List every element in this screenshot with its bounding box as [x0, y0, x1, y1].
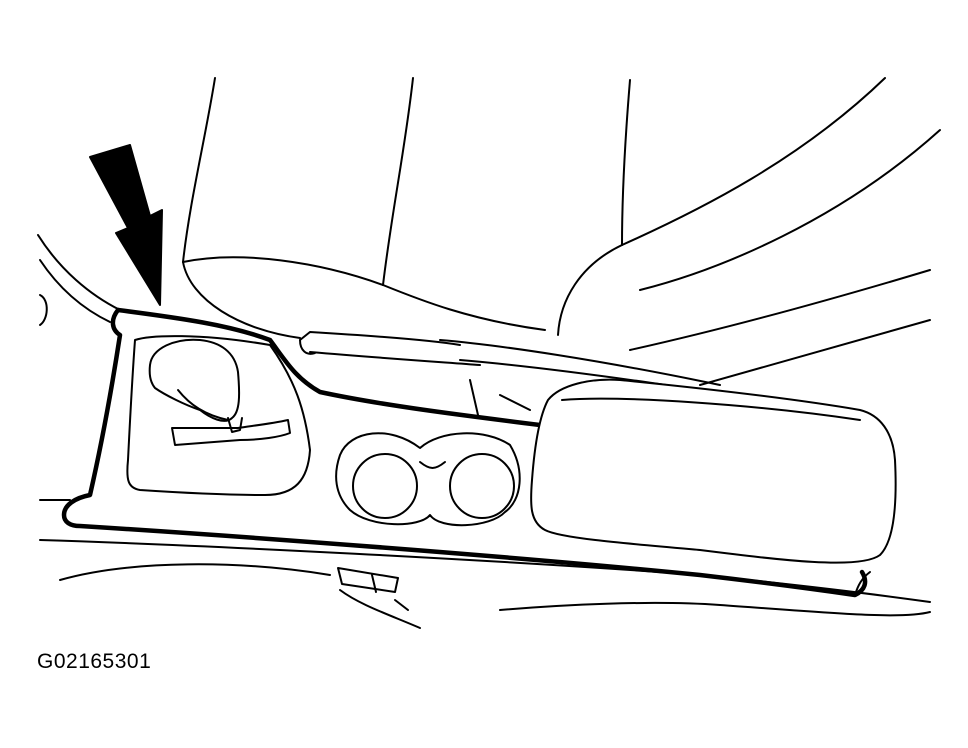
shift-knob [148, 338, 243, 433]
console-trim-panel [61, 307, 871, 598]
left-trim-panel [37, 234, 931, 617]
armrest-lid [530, 378, 897, 564]
shifter-gate [126, 335, 311, 496]
figure-id-label: G02165301 [37, 650, 152, 673]
callout-arrow-icon [89, 144, 163, 306]
seat-outline [182, 77, 941, 386]
cup-holders [335, 432, 521, 527]
lower-linkage [337, 567, 421, 629]
